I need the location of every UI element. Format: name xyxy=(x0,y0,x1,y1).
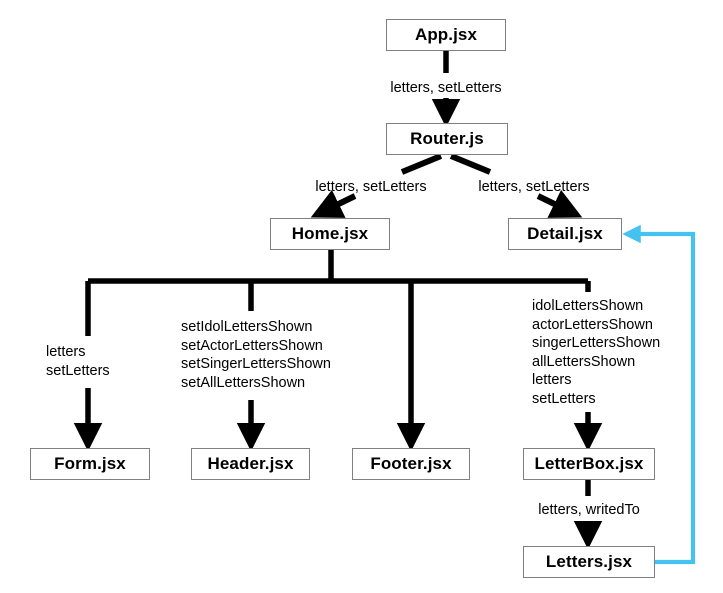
edge-home-trunk xyxy=(88,250,588,284)
node-letterbox-jsx[interactable]: LetterBox.jsx xyxy=(523,448,655,480)
node-label: Home.jsx xyxy=(291,224,369,243)
edge-letters-to-detail-feedback xyxy=(622,224,696,565)
edge-label-home-letterbox: idolLettersShown actorLettersShown singe… xyxy=(532,298,661,407)
node-footer-jsx[interactable]: Footer.jsx xyxy=(352,448,470,480)
node-label: Footer.jsx xyxy=(370,454,452,473)
edge-label-app-router: letters, setLetters xyxy=(390,80,502,96)
edge-label-home-form: letters setLetters xyxy=(46,344,110,379)
node-header-jsx[interactable]: Header.jsx xyxy=(191,448,310,480)
node-router-js[interactable]: Router.js xyxy=(386,123,508,155)
edge-label-router-home: letters, setLetters xyxy=(315,179,427,195)
edge-label-router-detail: letters, setLetters xyxy=(478,179,590,195)
edge-router-to-home xyxy=(310,153,443,218)
edge-router-to-detail xyxy=(449,153,583,218)
node-label: Detail.jsx xyxy=(527,224,603,243)
node-label: Form.jsx xyxy=(54,454,126,473)
edge-label-letterbox-letters: letters, writedTo xyxy=(538,502,640,518)
node-app-jsx[interactable]: App.jsx xyxy=(386,19,506,51)
edge-label-home-header: setIdolLettersShown setActorLettersShown… xyxy=(181,319,331,391)
node-letters-jsx[interactable]: Letters.jsx xyxy=(523,546,655,578)
node-label: App.jsx xyxy=(414,25,478,44)
node-form-jsx[interactable]: Form.jsx xyxy=(30,448,150,480)
node-label: Router.js xyxy=(410,129,484,148)
node-label: Header.jsx xyxy=(207,454,294,473)
node-label: Letters.jsx xyxy=(545,552,633,571)
node-detail-jsx[interactable]: Detail.jsx xyxy=(508,218,622,250)
node-home-jsx[interactable]: Home.jsx xyxy=(270,218,390,250)
node-label: LetterBox.jsx xyxy=(534,454,644,473)
